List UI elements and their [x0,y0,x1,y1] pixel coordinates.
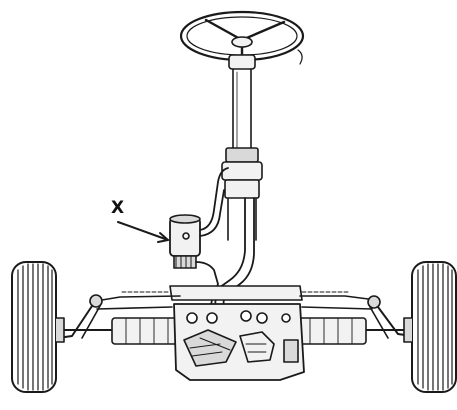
steering-gear-box [173,303,305,381]
hydraulic-lines [195,167,255,331]
right-wheel [403,261,457,393]
callout-label-x: X [111,198,125,218]
steering-column [221,54,263,241]
hydraulic-pump [169,214,201,269]
axle-plate [169,285,303,301]
left-wheel [11,261,65,393]
rack-housing [111,317,367,345]
callout-x-pointer [117,221,169,243]
